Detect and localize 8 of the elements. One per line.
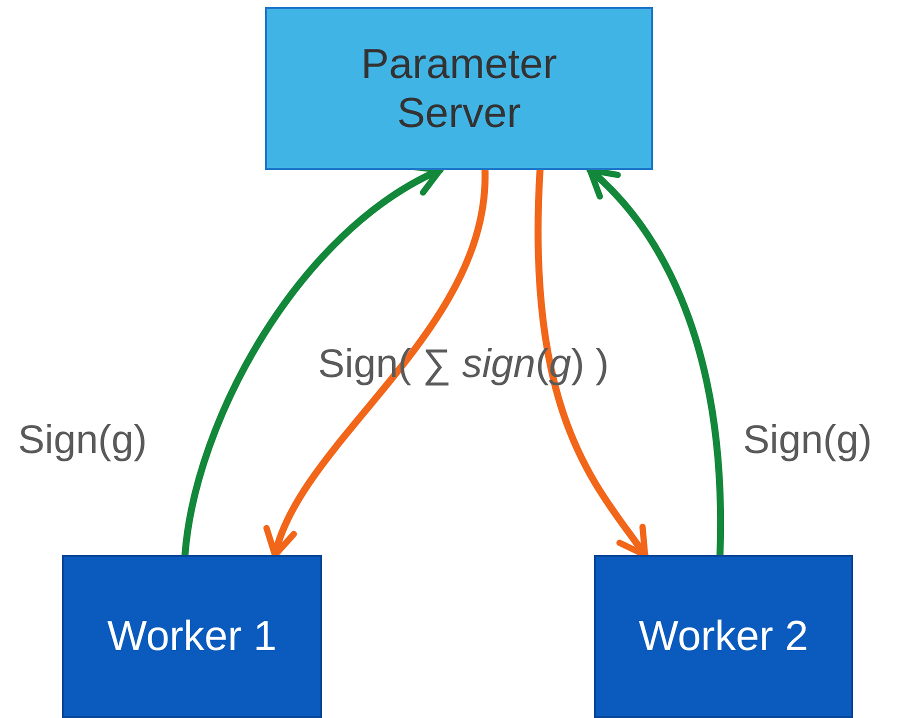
worker-box [594,555,853,718]
text-label: Sign(g) [743,418,872,463]
node-label: Worker 1 [107,612,277,661]
node-label: Parameter Server [360,40,558,137]
server-box [265,7,653,170]
worker-box [62,555,322,718]
node-label: Worker 2 [638,612,808,661]
text-label: Sign(g) [18,418,147,463]
